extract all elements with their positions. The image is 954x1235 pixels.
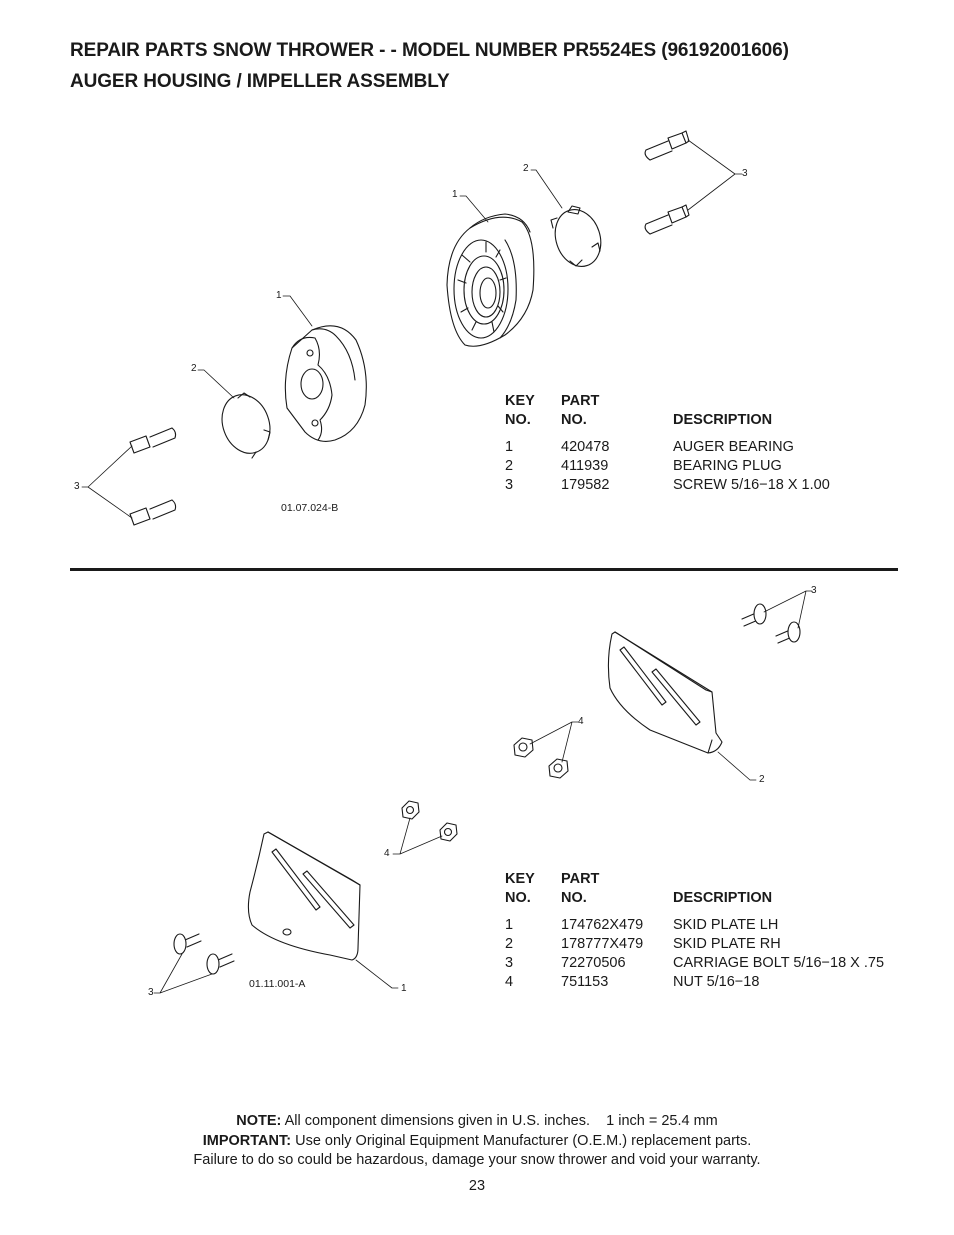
important-label: IMPORTANT: [202, 1132, 292, 1149]
note-text: All component dimensions given in U.S. i… [284, 1113, 718, 1129]
part-no: 411939 [561, 458, 609, 474]
table-row: 4 751153 NUT 5/16−18 [505, 973, 905, 992]
callout-3-lower: 3 [74, 481, 80, 492]
nuts-rh-drawing [513, 737, 569, 779]
header-description: DESCRIPTION [673, 890, 773, 906]
header-description: DESCRIPTION [673, 412, 773, 428]
important-line: IMPORTANT: Use only Original Equipment M… [0, 1132, 954, 1152]
key-no: 1 [505, 439, 514, 455]
section-divider [70, 568, 898, 571]
part-description: SKID PLATE LH [673, 917, 779, 933]
part-no: 178777X479 [561, 936, 644, 952]
header-key-no: NO. [505, 890, 531, 906]
part-no: 420478 [561, 439, 610, 455]
callout-2-rh: 2 [759, 774, 765, 785]
callout-1-lh: 1 [401, 983, 407, 994]
callout-2-lower: 2 [191, 363, 197, 374]
part-description: BEARING PLUG [673, 458, 782, 474]
header-key-label: KEY [505, 871, 535, 887]
part-description: AUGER BEARING [673, 439, 794, 455]
skid-plate-lh-drawing [247, 831, 361, 961]
table-row: 3 72270506 CARRIAGE BOLT 5/16−18 X .75 [505, 954, 905, 973]
part-no: 174762X479 [561, 917, 644, 933]
part-description: SKID PLATE RH [673, 936, 781, 952]
header-part-label: PART [561, 393, 600, 409]
note-label: NOTE: [236, 1113, 282, 1129]
screws-lower-drawing [129, 427, 177, 526]
key-no: 3 [505, 955, 514, 971]
header-key-label: KEY [505, 393, 535, 409]
header-key-no: NO. [505, 412, 531, 428]
table-row: 1 420478 AUGER BEARING [505, 438, 905, 457]
header-key: KEY NO. [505, 392, 535, 430]
important-text: Use only Original Equipment Manufacturer… [295, 1132, 752, 1149]
callout-2-upper: 2 [523, 163, 529, 174]
table-row: 2 178777X479 SKID PLATE RH [505, 935, 905, 954]
section-title: AUGER HOUSING / IMPELLER ASSEMBLY [70, 71, 450, 92]
header-part-no: NO. [561, 890, 587, 906]
table-row: 1 174762X479 SKID PLATE LH [505, 916, 905, 935]
carriage-bolts-lh-drawing [173, 933, 235, 975]
page-number: 23 [468, 1178, 486, 1194]
bearing-plug-lower-drawing [221, 392, 271, 459]
part-no: 179582 [561, 477, 610, 493]
header-part: PART NO. [561, 870, 599, 908]
key-no: 2 [505, 936, 514, 952]
callout-4-lh: 4 [384, 848, 390, 859]
parts-table-top: KEY NO. PART NO. DESCRIPTION 1 420478 AUGE… [505, 392, 905, 495]
footer-notes: NOTE: All component dimensions given in … [0, 1112, 954, 1171]
parts-table-bottom: KEY NO. PART NO. DESCRIPTION 1 174762X479 … [505, 870, 905, 992]
table-header: KEY NO. PART NO. DESCRIPTION [505, 392, 905, 430]
key-no: 4 [505, 974, 514, 990]
table-row: 3 179582 SCREW 5/16−18 X 1.00 [505, 476, 905, 495]
key-no: 1 [505, 917, 514, 933]
table-header: KEY NO. PART NO. DESCRIPTION [505, 870, 905, 908]
page-title: REPAIR PARTS SNOW THROWER - - MODEL NUMB… [70, 40, 789, 61]
part-no: 751153 [561, 974, 609, 990]
screws-upper-drawing [644, 130, 690, 235]
callout-1-upper: 1 [452, 189, 458, 200]
key-no: 2 [505, 458, 514, 474]
callout-3-rh: 3 [811, 585, 817, 596]
note-line: NOTE: All component dimensions given in … [0, 1112, 954, 1132]
header-part: PART NO. [561, 392, 599, 430]
auger-bearing-upper-drawing [446, 213, 535, 347]
callout-3-upper: 3 [742, 168, 748, 179]
part-description: CARRIAGE BOLT 5/16−18 X .75 [673, 955, 885, 971]
callout-3-lh: 3 [148, 987, 154, 998]
warning-line: Failure to do so could be hazardous, dam… [193, 1152, 761, 1168]
part-description: SCREW 5/16−18 X 1.00 [673, 477, 830, 493]
skid-plate-rh-drawing [607, 631, 723, 754]
header-part-label: PART [561, 871, 600, 887]
figure-id-bottom: 01.11.001-A [249, 978, 306, 990]
carriage-bolts-rh-drawing [741, 603, 801, 644]
callout-1-lower: 1 [276, 290, 282, 301]
part-no: 72270506 [561, 955, 626, 971]
header-part-no: NO. [561, 412, 587, 428]
bearing-plug-upper-drawing [550, 205, 602, 267]
table-row: 2 411939 BEARING PLUG [505, 457, 905, 476]
callout-4-rh: 4 [578, 716, 584, 727]
header-key: KEY NO. [505, 870, 535, 908]
key-no: 3 [505, 477, 514, 493]
auger-bearing-lower-drawing [284, 325, 367, 442]
nuts-lh-drawing [401, 800, 458, 842]
part-description: NUT 5/16−18 [673, 974, 760, 990]
figure-id-top: 01.07.024-B [281, 502, 339, 514]
